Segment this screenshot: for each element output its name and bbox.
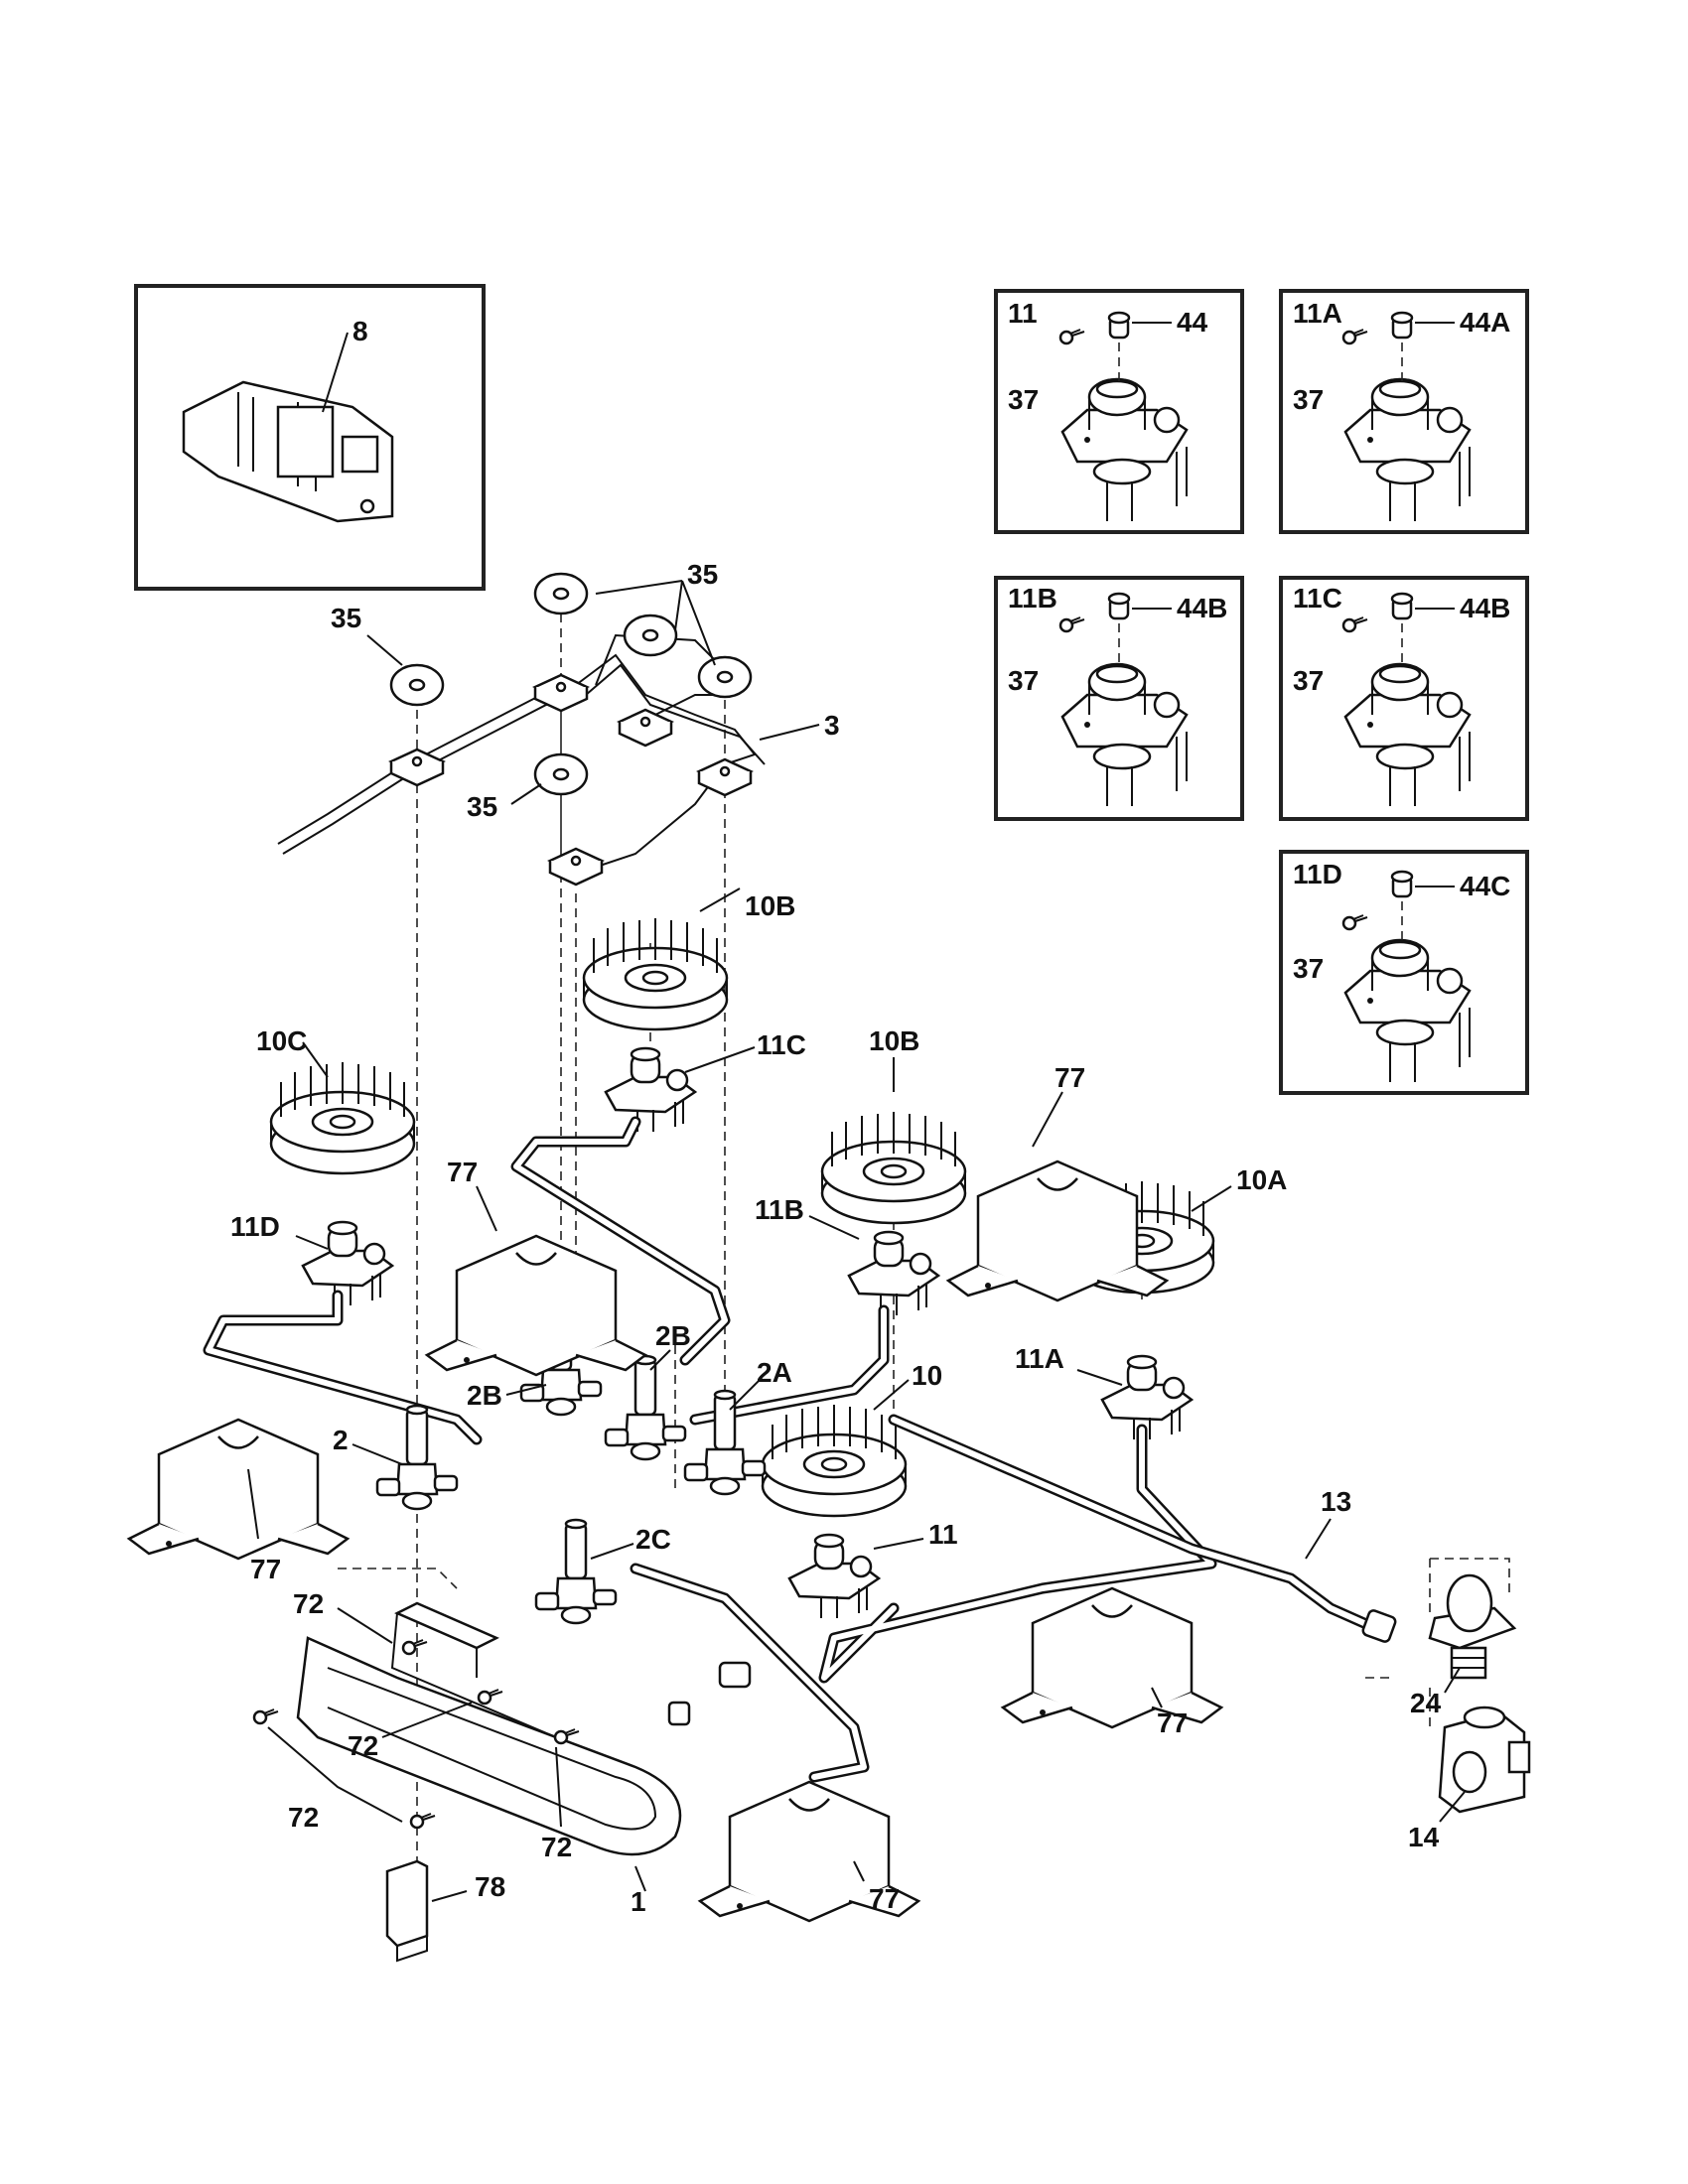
label-78: 78 — [475, 1871, 505, 1902]
spark-module — [182, 380, 394, 523]
valve-2: 2 — [333, 1404, 459, 1511]
label-8: 8 — [352, 316, 368, 346]
bracket-77-left: 77 — [127, 1418, 350, 1584]
label-77-right: 77 — [1055, 1062, 1085, 1093]
label-11b: 11B — [755, 1194, 804, 1225]
bracket-77-bottom: 77 — [698, 1780, 920, 1923]
valve-2b-right: 2B — [604, 1320, 691, 1461]
bracket-78: 78 — [385, 1859, 505, 1963]
label-2a: 2A — [757, 1357, 792, 1388]
burner-10a: 10A — [1068, 1164, 1287, 1295]
label-77-bottom: 77 — [869, 1883, 900, 1914]
label-77-lower: 77 — [1157, 1707, 1188, 1738]
inset-11a: 11A 44A 37 — [1279, 289, 1529, 534]
label-2c: 2C — [635, 1524, 671, 1555]
label-2: 2 — [333, 1425, 349, 1455]
label-72-a: 72 — [293, 1588, 324, 1619]
inset-cap-label: 44B — [1460, 593, 1510, 623]
inset-screw-label: 37 — [1008, 384, 1039, 415]
inset-screw-label: 37 — [1293, 953, 1324, 984]
inset-11: 11 44 37 — [994, 289, 1244, 534]
inset-frame — [1279, 576, 1529, 821]
burner-10: 10 — [761, 1360, 942, 1518]
burner-10b-mid: 10B — [820, 1025, 967, 1225]
label-10a: 10A — [1236, 1164, 1287, 1195]
manifold: 1 — [296, 1601, 691, 1917]
label-35-left: 35 — [331, 603, 361, 633]
bracket-77-right: 77 — [946, 1062, 1169, 1302]
label-10: 10 — [912, 1360, 942, 1391]
inset-cap-label: 44A — [1460, 307, 1510, 338]
fitting-24: 24 — [1410, 1573, 1517, 1718]
tube-13-callout: 13 — [1305, 1486, 1351, 1560]
valve-2c: 2C — [534, 1518, 671, 1625]
inset-title: 11D — [1293, 859, 1342, 889]
bracket-77-mid: 77 — [425, 1157, 647, 1377]
label-13: 13 — [1321, 1486, 1351, 1517]
inset-screw-label: 37 — [1008, 665, 1039, 696]
label-2b-right: 2B — [655, 1320, 691, 1351]
label-72-c: 72 — [288, 1802, 319, 1833]
label-1: 1 — [631, 1886, 646, 1917]
valve-2b-left: 2B — [467, 1309, 603, 1417]
spark-module-inset: 8 — [134, 284, 486, 591]
inset-cap-label: 44B — [1177, 593, 1227, 623]
label-11c: 11C — [757, 1029, 806, 1060]
inset-screw-label: 37 — [1293, 665, 1324, 696]
ignitor-harness: 35 35 35 3 — [277, 559, 840, 887]
inset-frame — [1279, 850, 1529, 1095]
bracket-77-lower: 77 — [1001, 1586, 1223, 1738]
orifice-11: 11 — [787, 1519, 958, 1620]
inset-cap-label: 44C — [1460, 871, 1510, 901]
inset-frame — [994, 576, 1244, 821]
label-11: 11 — [928, 1519, 958, 1550]
label-72-b: 72 — [348, 1730, 378, 1761]
orifice-11b: 11B — [755, 1194, 940, 1317]
inset-title: 11 — [1008, 298, 1038, 329]
label-11d: 11D — [230, 1211, 280, 1242]
inset-frame — [994, 289, 1244, 534]
leader-8 — [322, 332, 349, 413]
label-3: 3 — [824, 710, 840, 741]
inset-11c: 11C 44B 37 — [1279, 576, 1529, 821]
orifice-11c: 11C — [604, 1029, 806, 1134]
label-35-lower: 35 — [467, 791, 497, 822]
burner-10c: 10C — [256, 1025, 416, 1175]
burner-10b-top: 10B — [582, 887, 795, 1031]
orifice-11a: 11A — [1015, 1343, 1194, 1441]
inset-11d: 11D 44C 37 — [1279, 850, 1529, 1095]
inset-screw-label: 37 — [1293, 384, 1324, 415]
label-10b-mid: 10B — [869, 1025, 919, 1056]
inset-title: 11B — [1008, 583, 1057, 614]
label-77-mid: 77 — [447, 1157, 478, 1187]
label-14: 14 — [1408, 1822, 1440, 1852]
label-77-left: 77 — [250, 1554, 281, 1584]
inset-title: 11C — [1293, 583, 1342, 614]
label-11a: 11A — [1015, 1343, 1064, 1374]
label-72-d: 72 — [541, 1832, 572, 1862]
screws-72: 72 72 72 72 — [252, 1588, 581, 1862]
inset-11b: 11B 44B 37 — [994, 576, 1244, 821]
inset-frame — [1279, 289, 1529, 534]
inset-cap-label: 44 — [1177, 307, 1208, 338]
label-24: 24 — [1410, 1688, 1442, 1718]
valve-2a: 2A — [683, 1357, 792, 1496]
label-10c: 10C — [256, 1025, 307, 1056]
gas-tubes — [203, 1116, 1397, 1783]
inset-frame — [134, 284, 486, 591]
label-2b-left: 2B — [467, 1380, 502, 1411]
label-35-upper: 35 — [687, 559, 718, 590]
orifice-11d: 11D — [230, 1211, 394, 1307]
inset-title: 11A — [1293, 298, 1342, 329]
regulator-14: 14 — [1408, 1706, 1531, 1852]
label-10b-top: 10B — [745, 890, 795, 921]
